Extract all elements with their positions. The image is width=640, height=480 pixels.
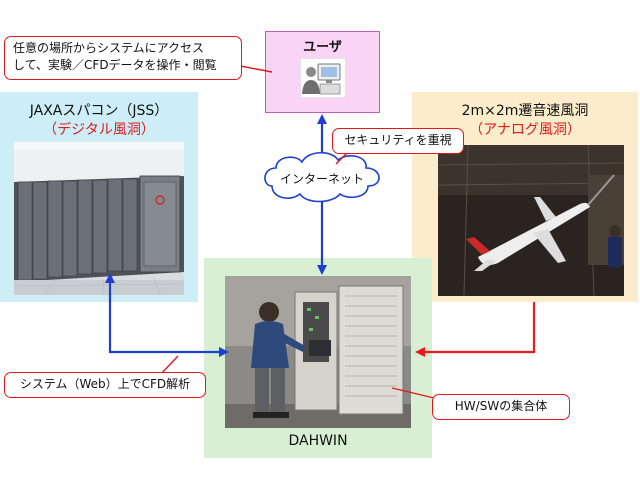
user-access-callout: 任意の場所からシステムにアクセス して、実験／CFDデータを操作・閲覧 [4,36,242,80]
internet-cloud-shape [264,151,380,203]
hwsw-callout: HW/SWの集合体 [432,394,570,420]
user-box: ユーザ [265,31,380,113]
user-access-line2: して、実験／CFDデータを操作・閲覧 [13,58,217,72]
tunnel-dahwin-arrow [415,302,536,357]
tunnel-title: 2m×2m遷音速風洞 [461,103,589,119]
web-cfd-callout-leader [159,355,179,376]
dahwin-server-photo [225,276,411,428]
jss-panel: JAXAスパコン（JSS） （デジタル風洞） [0,92,198,302]
dahwin-label: DAHWIN [288,433,348,449]
tunnel-panel: 2m×2m遷音速風洞 （アナログ風洞） [412,92,638,302]
dahwin-panel: DAHWIN [204,258,432,458]
internet-label: インターネット [279,172,364,186]
jss-dahwin-arrow [105,273,229,357]
jss-title: JAXAスパコン（JSS） [29,103,169,119]
web-cfd-callout: システム（Web）上でCFD解析 [4,372,206,398]
hwsw-callout-leader [391,387,435,399]
supercomputer-photo [14,142,184,295]
user-access-line1: 任意の場所からシステムにアクセス [13,41,205,55]
wind-tunnel-photo [438,145,624,296]
user-callout-leader [239,65,273,73]
tunnel-subtitle: （アナログ風洞） [469,122,581,138]
user-label: ユーザ [303,40,342,55]
security-callout: セキュリティを重視 [332,128,464,154]
computer-user-icon [299,57,347,102]
jss-subtitle: （デジタル風洞） [43,122,155,138]
